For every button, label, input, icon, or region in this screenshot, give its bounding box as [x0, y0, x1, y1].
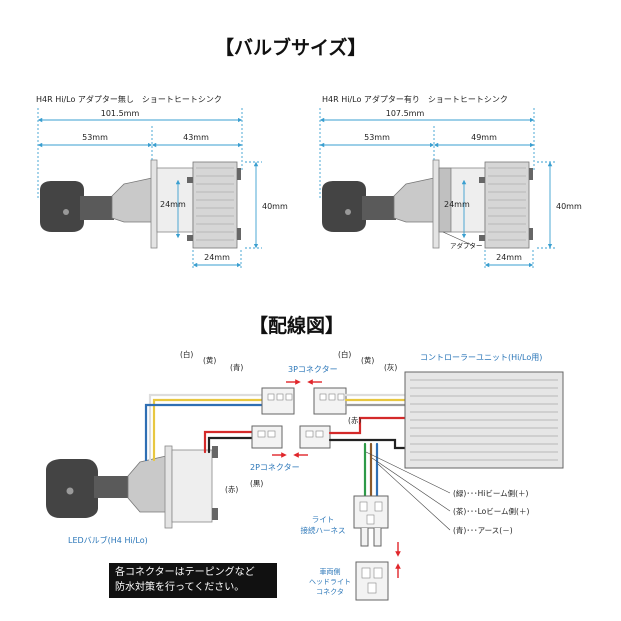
right-bulb-drawing	[322, 159, 533, 249]
wire-label-white-right: (白)	[338, 349, 351, 359]
legend-blue: (青)･･･アース(－)	[453, 525, 513, 535]
right-dimension-lines	[319, 108, 556, 270]
bulb-size-title: 【バルブサイズ】	[215, 37, 367, 59]
wire-label-yellow-left: (黄)	[203, 355, 216, 365]
wiring-title: 【配線図】	[249, 315, 345, 337]
left-bulb-drawing	[40, 159, 241, 249]
harness-label-line1: ライト	[312, 515, 335, 524]
right-total-length: 107.5mm	[386, 109, 425, 118]
led-bulb-figure	[46, 445, 218, 529]
right-inner-height: 24mm	[444, 200, 470, 209]
bulb-2p-wires	[203, 430, 254, 454]
wire-label-red-right: (赤)	[348, 416, 361, 425]
controller-unit	[404, 371, 564, 469]
note-line1: 各コネクターはテーピングなど	[115, 567, 255, 578]
right-outer-height: 40mm	[556, 202, 582, 211]
right-front-length: 53mm	[364, 133, 390, 142]
wire-label-blue-left: (青)	[230, 362, 243, 372]
left-total-length: 101.5mm	[101, 109, 140, 118]
wire-label-gray-right: (灰)	[384, 362, 397, 372]
connector-3p	[261, 387, 347, 415]
controller-label: コントローラーユニット(Hi/Lo用)	[420, 353, 542, 362]
right-spec-caption: H4R Hi/Lo アダプター有り ショートヒートシンク	[322, 95, 508, 104]
left-rear-length: 43mm	[183, 133, 209, 142]
waterproof-note: 各コネクターはテーピングなど 防水対策を行ってください。	[109, 563, 277, 598]
vehicle-connector	[355, 561, 389, 601]
connector-2p	[251, 425, 331, 449]
connector-3p-label: 3Pコネクター	[288, 365, 338, 374]
vehicle-label-line1: 車両側	[320, 567, 341, 576]
left-spec-caption: H4R Hi/Lo アダプター無し ショートヒートシンク	[36, 95, 222, 104]
left-inner-height: 24mm	[160, 200, 186, 209]
note-line2: 防水対策を行ってください。	[115, 582, 245, 593]
harness-wires	[363, 442, 379, 498]
left-dimension-lines	[37, 108, 262, 270]
right-rear-length: 49mm	[471, 133, 497, 142]
wire-label-white-left: (白)	[180, 349, 193, 359]
harness-label-line2: 接続ハーネス	[301, 525, 346, 535]
legend-green: (緑)･･･Hiビーム側(＋)	[453, 488, 529, 498]
bulb-3p-wires	[144, 393, 264, 462]
harness-plug	[353, 495, 389, 547]
wire-label-black-left: (黒)	[250, 479, 263, 488]
connector-2p-label: 2Pコネクター	[250, 463, 300, 472]
led-bulb-label: LEDバルブ(H4 Hi/Lo)	[68, 535, 148, 545]
bulb-size-drawings: 101.5mm 53mm 43mm 24mm 40mm 24mm	[37, 108, 582, 270]
adapter-label: アダプター	[450, 241, 483, 250]
vehicle-label-line3: コネクタ	[316, 587, 344, 596]
legend-brown: (茶)･･･Loビーム側(＋)	[453, 506, 529, 516]
legend-leaders	[365, 451, 451, 531]
left-outer-height: 40mm	[262, 202, 288, 211]
right-base-width: 24mm	[496, 253, 522, 262]
left-front-length: 53mm	[82, 133, 108, 142]
left-base-width: 24mm	[204, 253, 230, 262]
wire-label-yellow-right: (黄)	[361, 355, 374, 365]
wire-label-red-left: (赤)	[225, 485, 238, 494]
adapter-leader-line	[442, 231, 475, 247]
vehicle-label-line2: ヘッドライト	[309, 578, 351, 586]
controller-wires	[328, 393, 407, 450]
